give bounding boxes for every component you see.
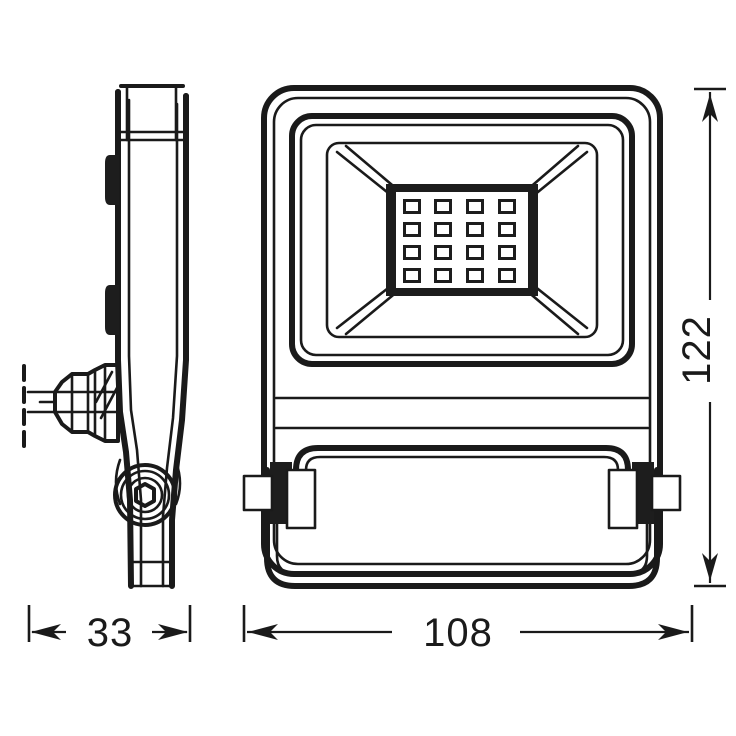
front-view — [242, 85, 682, 589]
dimension-height-label: 122 — [675, 315, 719, 385]
dim-arrow-start — [248, 624, 278, 640]
lens-bezel-inner — [299, 123, 625, 357]
side-view-latch-bumps — [105, 155, 119, 335]
dimension-width-label: 108 — [423, 611, 493, 655]
bracket-bolt-right — [607, 462, 682, 530]
reflector-cone — [325, 141, 599, 339]
dimension-depth: 33 — [27, 605, 192, 655]
dim-arrow-down — [702, 553, 718, 581]
side-view — [22, 84, 189, 589]
dimension-depth-label: 33 — [87, 611, 134, 655]
dim-arrow-left — [31, 624, 61, 640]
dimension-width: 108 — [242, 605, 694, 655]
bracket-arm — [114, 458, 182, 506]
mounting-bracket — [264, 445, 660, 589]
lens-bezel-outline — [289, 113, 635, 367]
bracket-bolt-left — [242, 462, 317, 530]
led-grid — [403, 199, 516, 283]
dimension-height: 122 — [675, 87, 726, 588]
dim-arrow-right — [158, 624, 188, 640]
hex-socket-icon — [134, 482, 156, 508]
led-panel — [386, 184, 538, 296]
dim-arrow-end — [658, 624, 688, 640]
pivot-bolt — [113, 463, 177, 527]
housing-inner-edge — [272, 96, 652, 566]
cable-gland — [53, 363, 120, 443]
reflector-outline — [325, 141, 599, 339]
cable-leads — [26, 390, 57, 414]
dim-arrow-up — [702, 94, 718, 122]
heatsink-fins — [274, 396, 650, 430]
